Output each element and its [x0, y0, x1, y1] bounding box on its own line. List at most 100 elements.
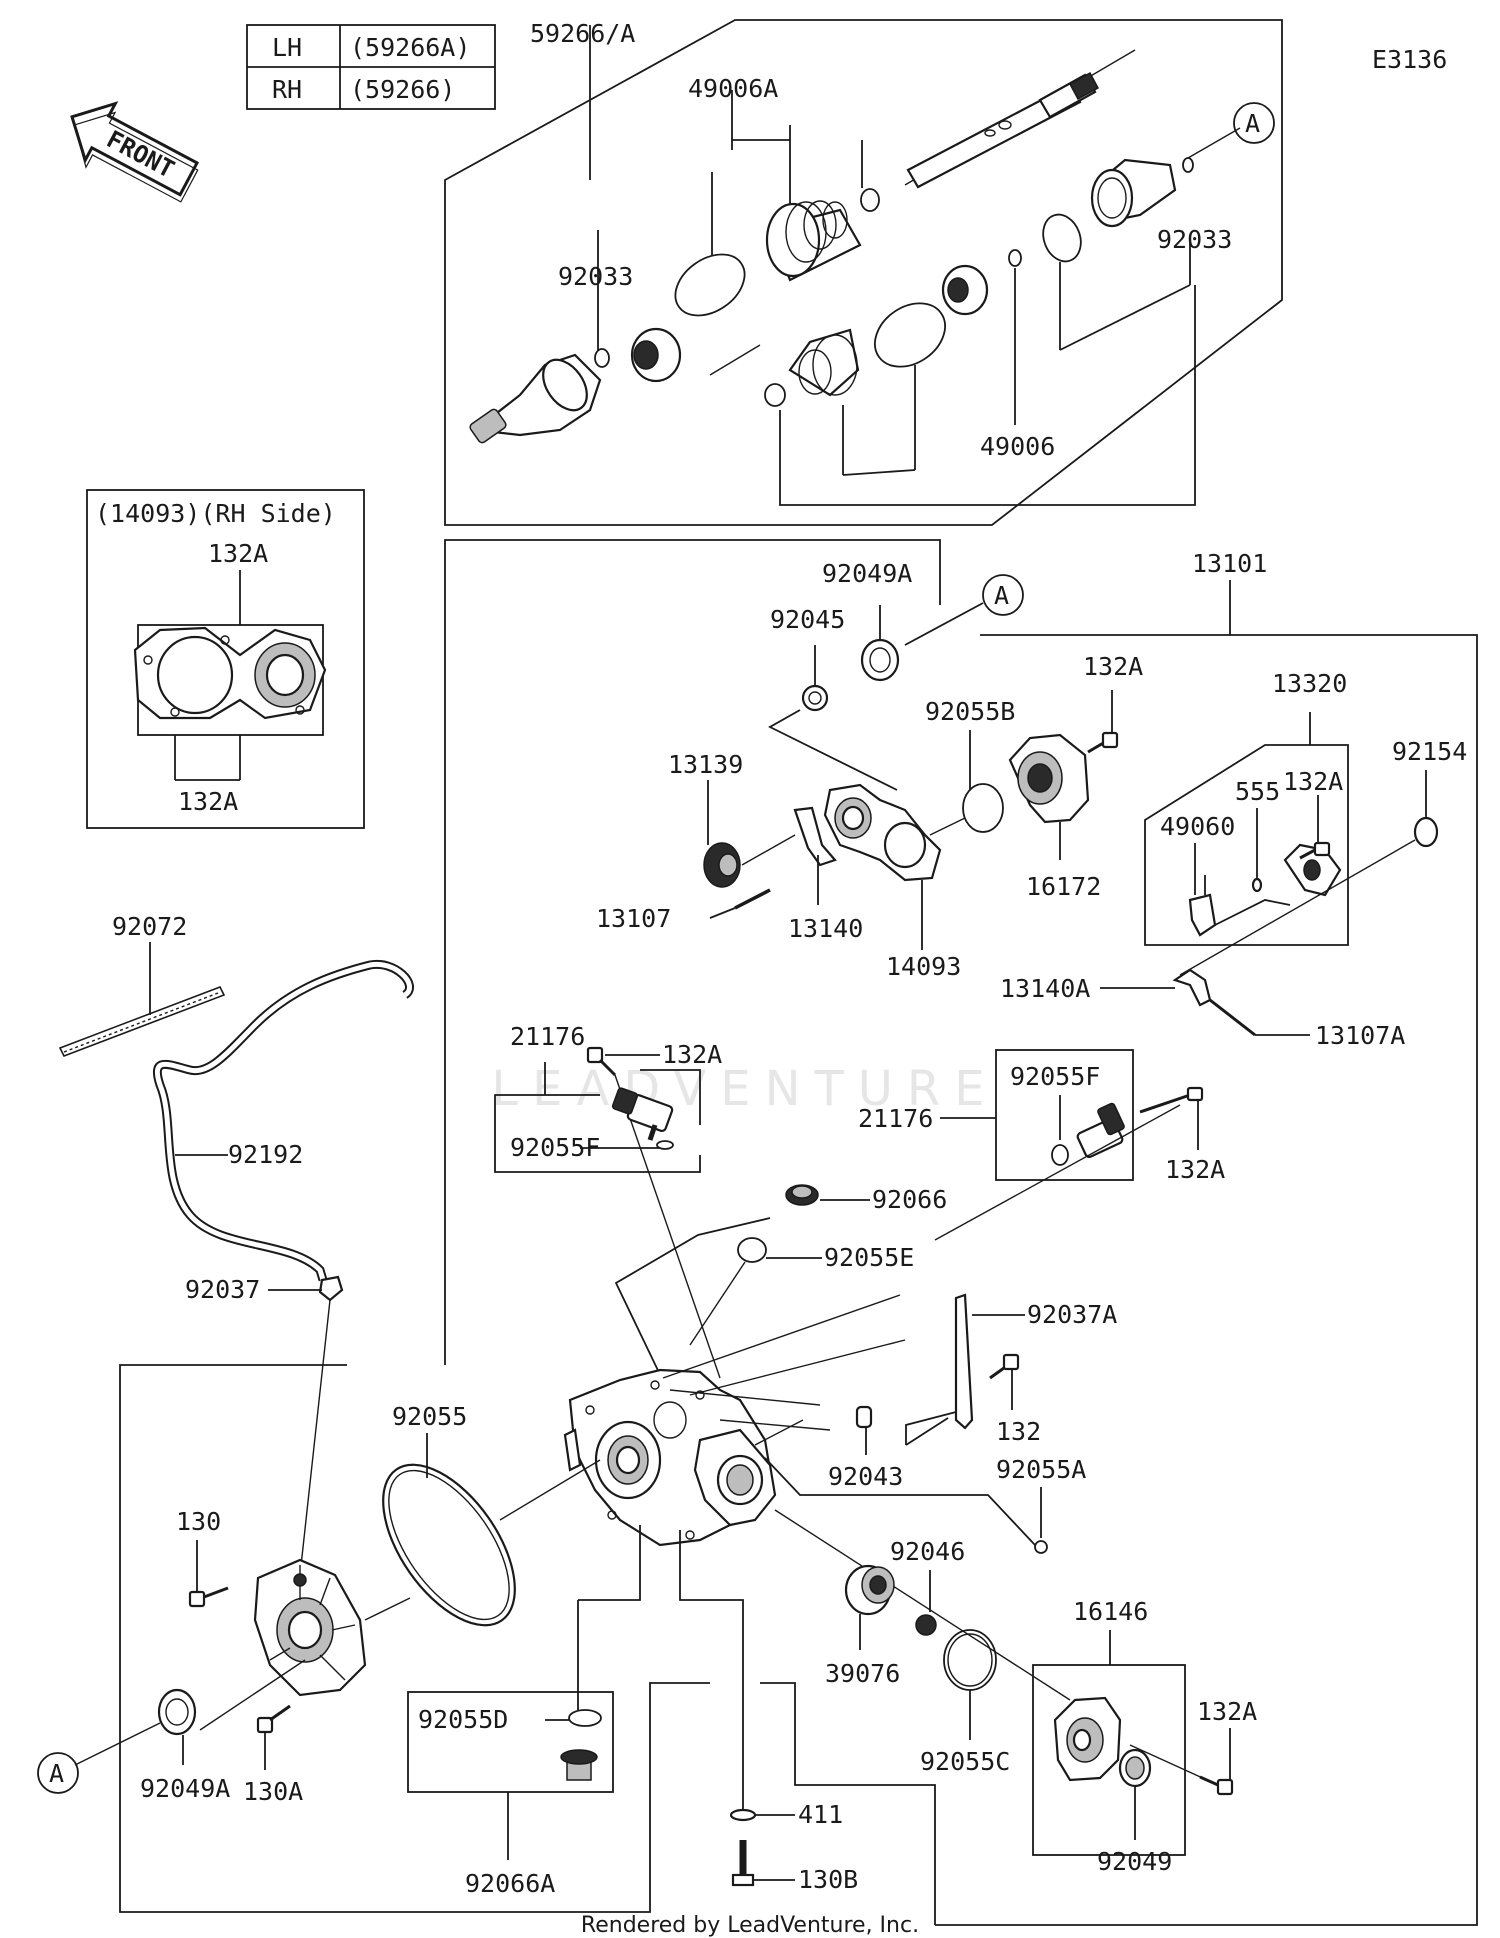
drain-plug-92066a [560, 1749, 598, 1781]
label-411: 411 [798, 1800, 843, 1829]
label-92037: 92037 [185, 1275, 260, 1304]
bolt-132a-bottom [1129, 1744, 1234, 1796]
cover-plate-14093 [823, 783, 942, 882]
label-92055a: 92055A [996, 1455, 1086, 1484]
watermark-text: LEADVENTURE [491, 1061, 998, 1117]
diagram-code: E3136 [1372, 45, 1447, 74]
oil-seal-92049 [1118, 1748, 1152, 1788]
snap-ring [1042, 213, 1082, 263]
label-132a-right: 132A [1165, 1155, 1225, 1184]
o-ring-92055f-left [656, 1140, 674, 1150]
bolt-132 [989, 1353, 1020, 1380]
side-table-lh-part: (59266A) [350, 33, 470, 62]
shift-shaft-92154 [1179, 816, 1439, 976]
bolt-132a-13320 [1299, 841, 1331, 860]
group-16146: 16146 92049 [1032, 1597, 1186, 1876]
label-92055f-left: 92055F [510, 1133, 600, 1162]
label-92043: 92043 [828, 1462, 903, 1491]
group-13320: 13320 49060 555 132A [1144, 669, 1349, 946]
ref-marker-a-top [1233, 102, 1275, 144]
label-92033-right: 92033 [1157, 225, 1232, 254]
ref-marker-a-mid [982, 574, 1024, 616]
label-49060: 49060 [1160, 812, 1235, 841]
o-ring-92055d [568, 1709, 602, 1727]
label-132a-mid: 132A [662, 1040, 722, 1069]
side-table: LH (59266A) RH (59266) [246, 24, 496, 110]
breather-hose-92192 [152, 959, 414, 1282]
label-92055d: 92055D [418, 1705, 508, 1734]
label-92049a-bottom: 92049A [140, 1774, 230, 1803]
inset-rh-side: (14093)(RH Side) 132A 132A [86, 489, 365, 829]
strap-92037a [954, 1293, 974, 1430]
shift-fork-13140a [1172, 968, 1212, 1007]
cable-tie-92072 [58, 985, 226, 1058]
group-92066a: 92055D [407, 1691, 614, 1793]
o-ring-92055b [962, 783, 1004, 833]
oil-seal-92049a-bottom [157, 1688, 197, 1736]
label-92055e: 92055E [824, 1243, 914, 1272]
speed-sensor-21176-left [611, 1087, 674, 1141]
dowel-pin-92043 [855, 1405, 873, 1429]
bolt-130 [188, 1586, 229, 1608]
label-92046: 92046 [890, 1537, 965, 1566]
side-table-lh: LH [272, 33, 302, 62]
label-13320: 13320 [1272, 669, 1347, 698]
label-92033-left: 92033 [558, 262, 633, 291]
o-ring-92055 [382, 1463, 516, 1627]
label-92072: 92072 [112, 912, 187, 941]
label-13140a: 13140A [1000, 974, 1090, 1003]
label-92066: 92066 [872, 1185, 947, 1214]
washer-411 [729, 1808, 757, 1822]
front-arrow-icon: FRONT [70, 101, 200, 203]
inset-title: (14093)(RH Side) [95, 499, 336, 528]
footer-credit: Rendered by LeadVenture, Inc. [581, 1913, 919, 1938]
drive-shaft-group: 59266/A 49006A 92033 92033 49006 A [444, 19, 1283, 526]
stopper-49060 [1188, 893, 1217, 937]
label-13101: 13101 [1192, 549, 1267, 578]
gear-13139 [703, 842, 741, 888]
label-132a-13320: 132A [1283, 767, 1343, 796]
speed-sensor-21176-right [1076, 1102, 1125, 1159]
label-92055b: 92055B [925, 697, 1015, 726]
o-ring-92055c [943, 1629, 997, 1691]
label-92192: 92192 [228, 1140, 303, 1169]
label-132a-top: 132A [1083, 652, 1143, 681]
cv-joint-outer-right [1090, 158, 1177, 228]
label-39076: 39076 [825, 1659, 900, 1688]
boot-49006A [765, 200, 862, 282]
o-ring-92055f-right [1051, 1144, 1069, 1166]
label-16172: 16172 [1026, 872, 1101, 901]
boot-clamp-49006 [764, 383, 786, 407]
label-13139: 13139 [668, 750, 743, 779]
ref-marker-a-bottom-label: A [49, 1759, 64, 1788]
plug-92066 [785, 1184, 819, 1206]
coupler-39076 [844, 1564, 895, 1616]
pin-555 [1251, 877, 1263, 893]
label-92066a: 92066A [465, 1869, 555, 1898]
label-16146: 16146 [1073, 1597, 1148, 1626]
label-13107a: 13107A [1315, 1021, 1405, 1050]
side-table-rh-part: (59266) [350, 75, 455, 104]
group-21176-right: 92055F [995, 1049, 1134, 1181]
o-ring-92045 [801, 684, 829, 712]
label-14093: 14093 [886, 952, 961, 981]
label-130a: 130A [243, 1777, 303, 1806]
o-ring-92055e [737, 1237, 767, 1263]
label-132a-bottom: 132A [1197, 1697, 1257, 1726]
drive-shaft [904, 49, 1136, 189]
spring-92046 [915, 1614, 937, 1636]
side-table-rh: RH [272, 75, 302, 104]
label-13140: 13140 [788, 914, 863, 943]
label-92055: 92055 [392, 1402, 467, 1431]
ref-marker-a-bottom [37, 1752, 79, 1794]
gear-case-housing [563, 1368, 777, 1547]
hose-clamp-92037 [318, 1275, 344, 1302]
housing-group-frame [119, 539, 1478, 1926]
circlip-49006 [1008, 249, 1022, 267]
bolt-132a-right [1139, 1086, 1204, 1114]
bolt-130b [731, 1840, 755, 1887]
label-92049: 92049 [1097, 1847, 1172, 1876]
label-92055c: 92055C [920, 1747, 1010, 1776]
label-130: 130 [176, 1507, 221, 1536]
